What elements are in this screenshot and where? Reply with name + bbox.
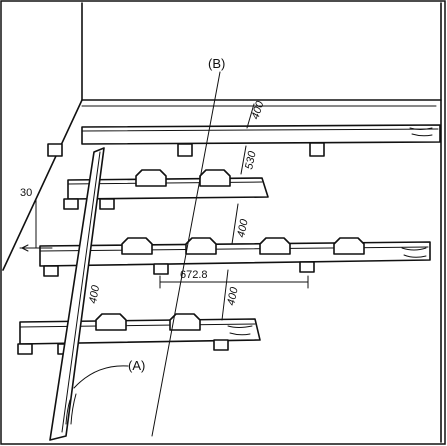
- beam-a: [49, 147, 105, 441]
- dimension-lines: [19, 103, 309, 389]
- dimension-400-beam: 400: [87, 283, 102, 304]
- sleeper-second: [63, 169, 269, 210]
- dimension-400-mid: 400: [235, 217, 251, 238]
- dimension-400-low: 400: [225, 285, 241, 306]
- dimension-30: 30: [20, 187, 32, 199]
- sleeper-back: [47, 124, 441, 157]
- room-walls: [2, 2, 442, 443]
- dimension-672-8: 672.8: [180, 269, 208, 281]
- label-a: (A): [128, 358, 145, 373]
- sleeper-front: [17, 313, 261, 355]
- sleeper-middle: [39, 237, 431, 277]
- dimension-530: 530: [243, 149, 259, 170]
- line-b: [151, 71, 221, 437]
- label-b: (B): [208, 56, 225, 71]
- dimension-400-top: 400: [249, 99, 266, 121]
